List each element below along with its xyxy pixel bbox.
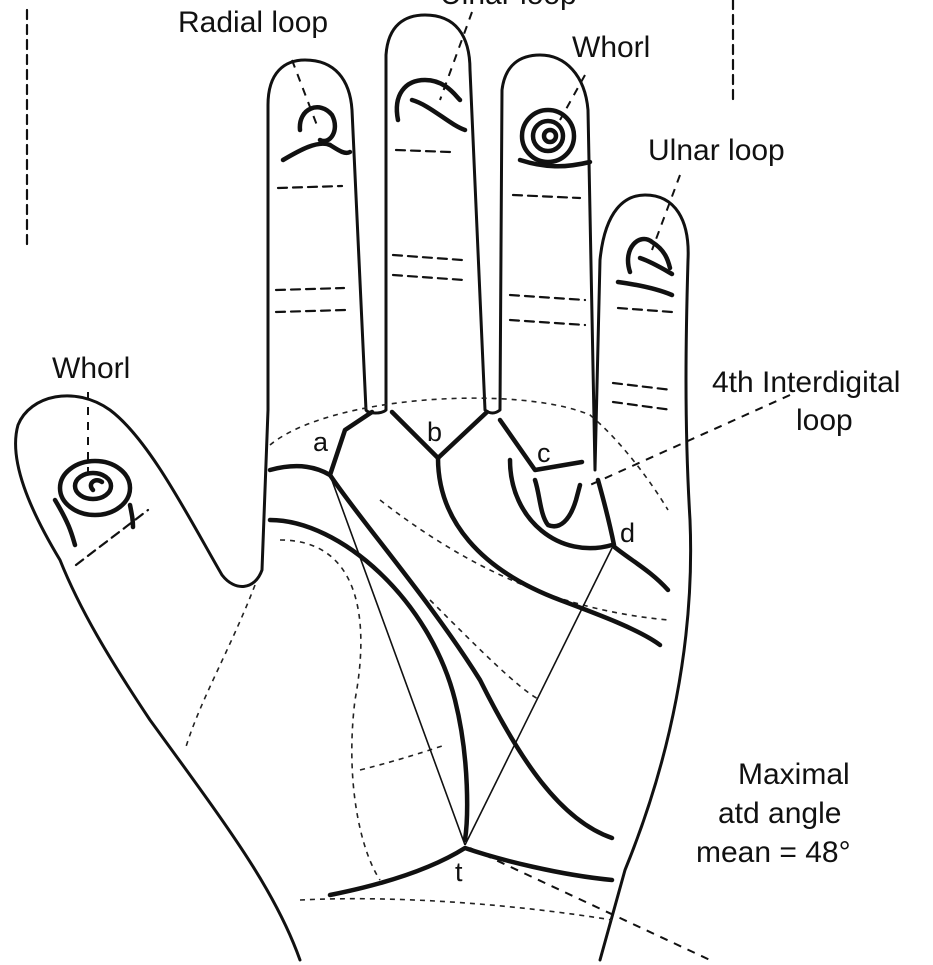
triradius-t: t — [455, 857, 463, 887]
triradius-b: b — [427, 417, 442, 447]
triradius-d: d — [620, 518, 635, 548]
whorl-ring-label: Whorl — [572, 31, 650, 64]
radial-loop-label: Radial loop — [178, 6, 328, 39]
whorl-thumb-label: Whorl — [52, 352, 130, 385]
whorl-thumb-pattern — [55, 461, 133, 545]
palmar-creases — [185, 398, 668, 920]
interdigital-label-line1: 4th Interdigital — [712, 366, 900, 399]
triradius-c: c — [537, 438, 551, 468]
ulnar-loop-little-pattern — [618, 239, 672, 295]
interdigital-label-line2: loop — [796, 404, 853, 437]
finger-creases — [76, 150, 672, 565]
triradius-ridges — [270, 412, 668, 895]
ulnar-loop-middle-pattern — [397, 80, 465, 130]
radial-loop-pattern — [283, 107, 350, 160]
whorl-ring-pattern — [520, 110, 590, 166]
ulnar-loop-top-label: Ulnar loop — [440, 0, 577, 11]
atd-label-line2: atd angle — [718, 797, 841, 830]
hand-outline — [16, 15, 691, 960]
atd-label-line3: mean = 48° — [696, 836, 851, 869]
triradius-a: a — [313, 427, 329, 457]
atd-label-line1: Maximal — [738, 758, 850, 791]
ulnar-loop-little-label: Ulnar loop — [648, 134, 785, 167]
